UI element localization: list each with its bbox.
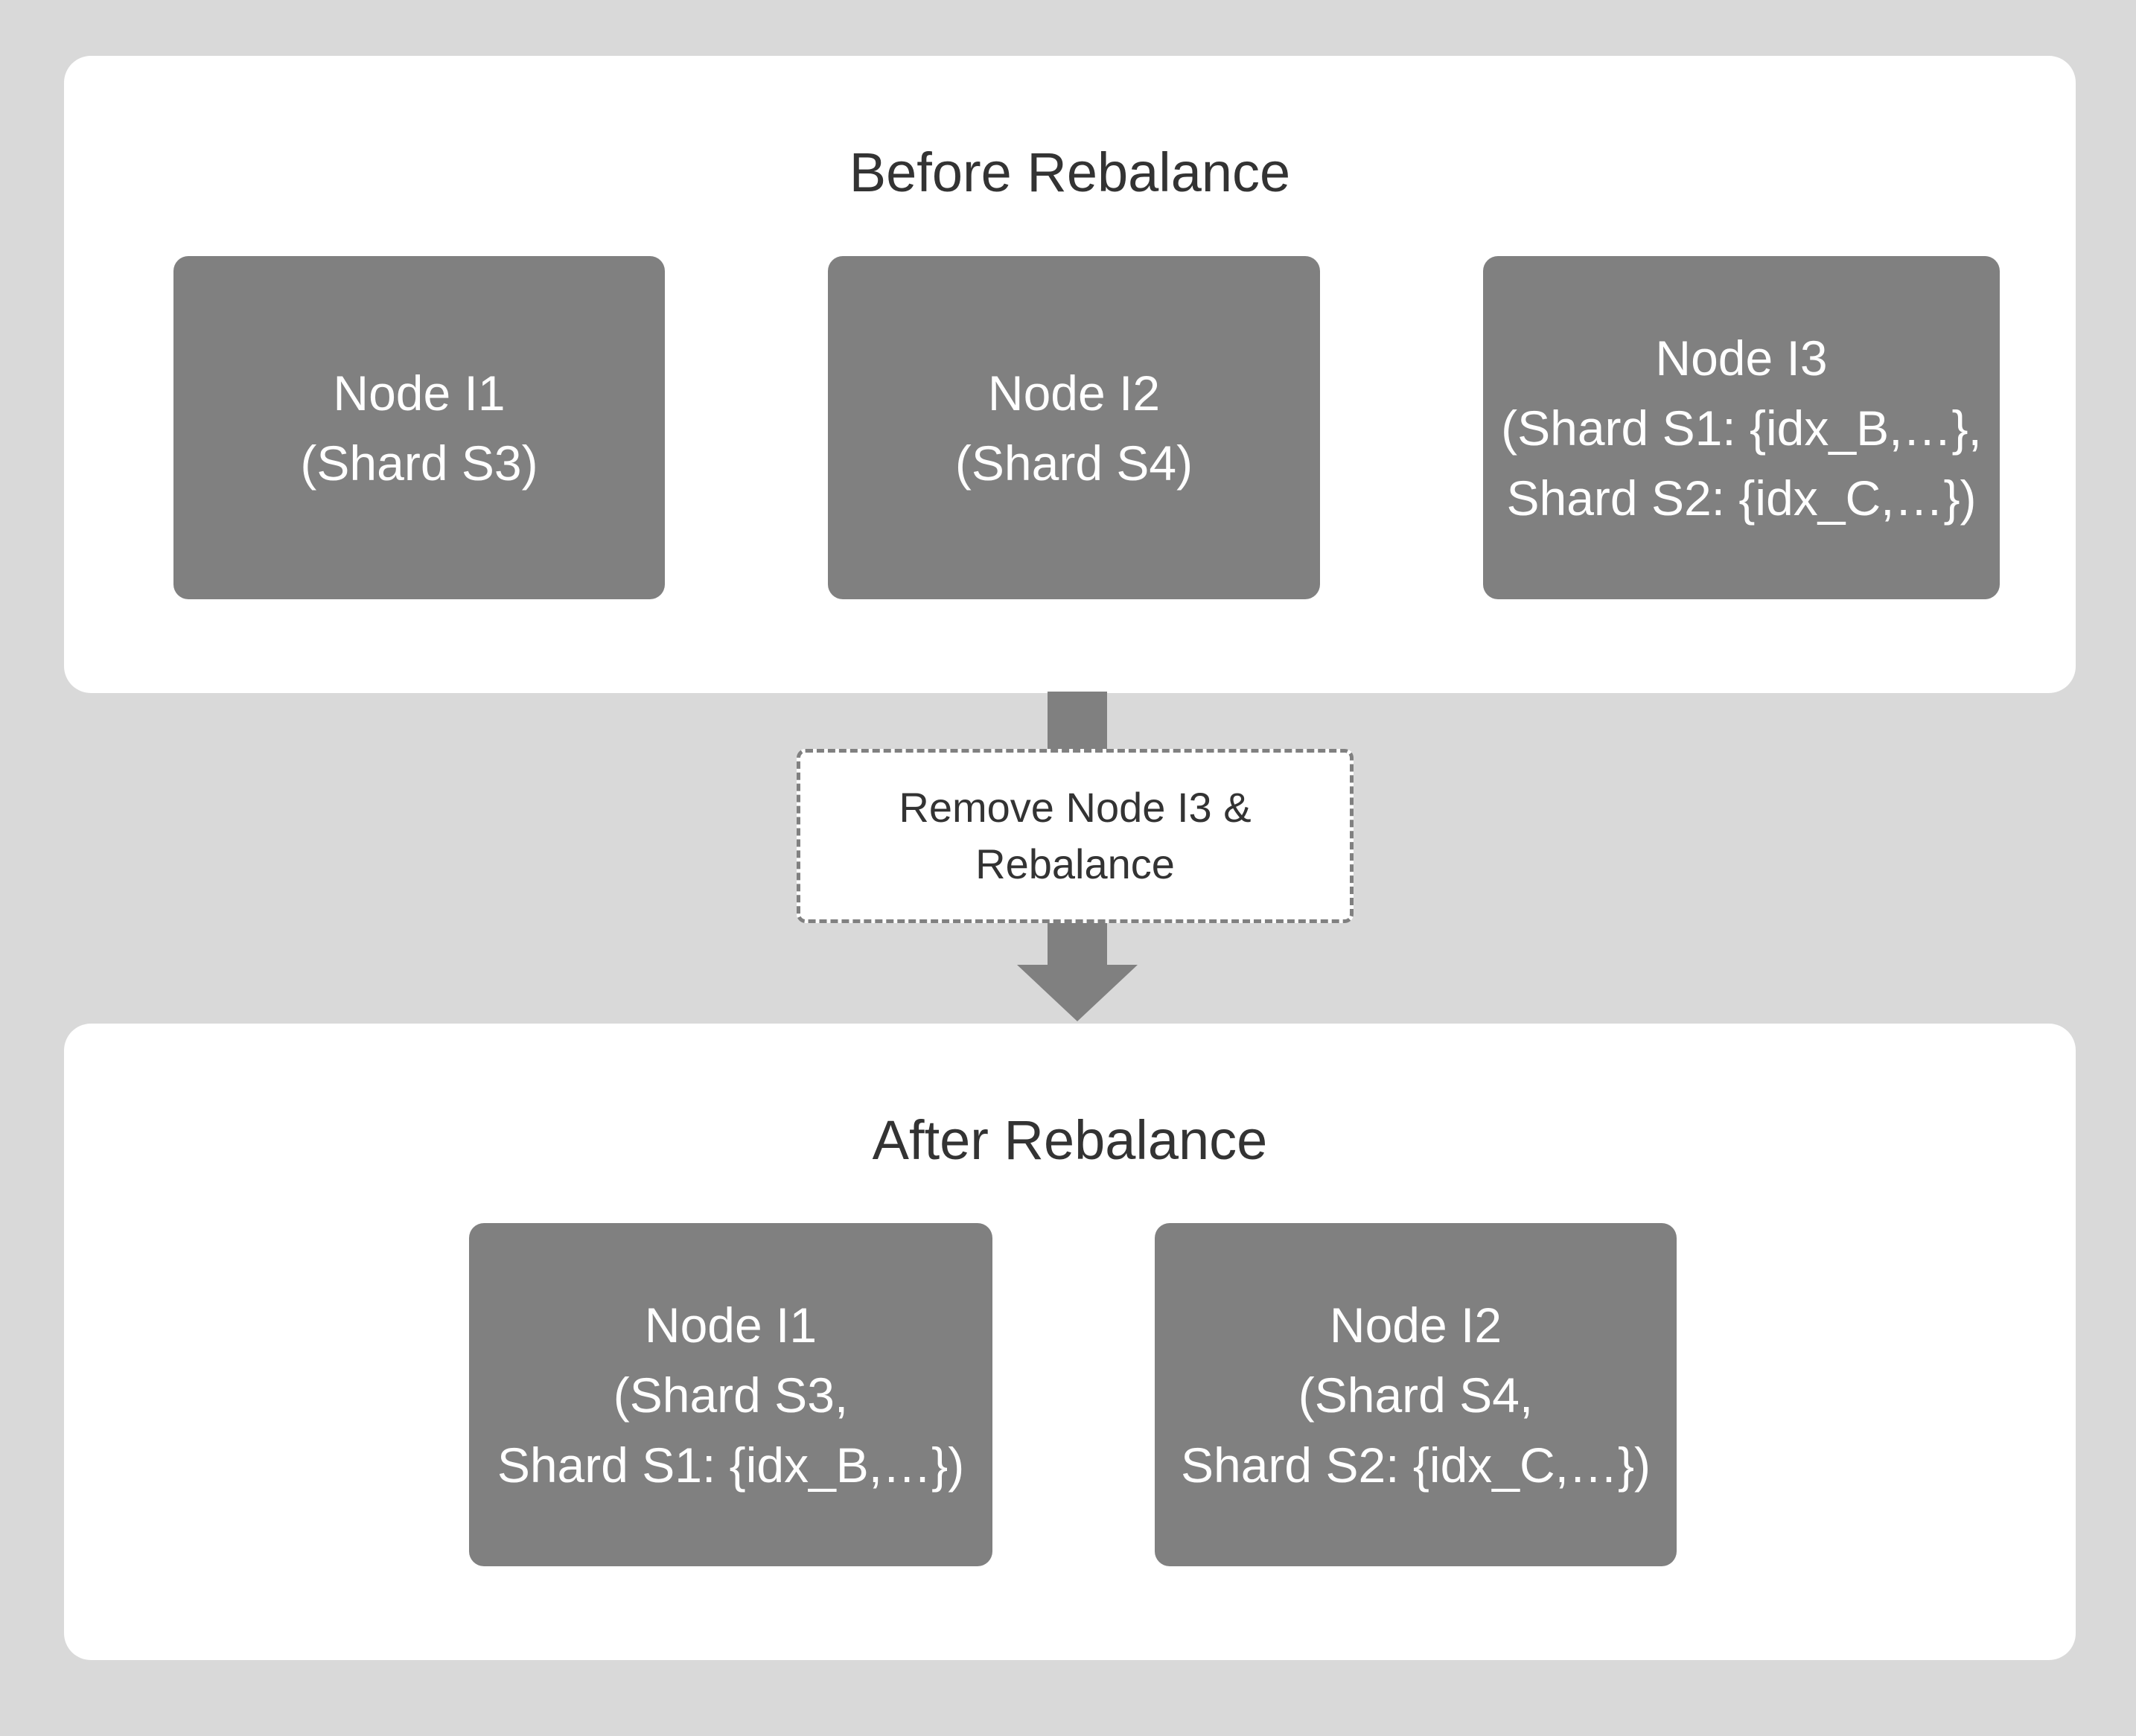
node-label: Node I2 [1329,1297,1502,1353]
after-title: After Rebalance [872,1109,1268,1171]
node-shards: Shard S2: {idx_C,…}) [1506,470,1977,526]
node-shards: (Shard S3) [300,435,538,491]
after-node-i2: Node I2 (Shard S4, Shard S2: {idx_C,…}) [1155,1223,1677,1566]
node-shards: Shard S2: {idx_C,…}) [1181,1437,1651,1493]
node-label: Node I3 [1655,330,1828,386]
node-label: Node I2 [987,365,1161,421]
node-shards: (Shard S3, [613,1367,849,1423]
before-title: Before Rebalance [849,141,1291,203]
node-shards: Shard S1: {idx_B,…}) [497,1437,965,1493]
before-node-i2: Node I2 (Shard S4) [828,256,1320,599]
step-label: Rebalance [975,840,1175,887]
node-label: Node I1 [644,1297,817,1353]
flow-connector [1048,920,1107,965]
node-shards: (Shard S4, [1298,1367,1534,1423]
after-panel: After Rebalance [64,1024,2076,1660]
flow-connector [1048,692,1107,750]
before-node-i3: Node I3 (Shard S1: {idx_B,…}, Shard S2: … [1483,256,2000,599]
step-label: Remove Node I3 & [899,784,1252,831]
before-node-i1: Node I1 (Shard S3) [173,256,665,599]
after-node-i1: Node I1 (Shard S3, Shard S1: {idx_B,…}) [469,1223,992,1566]
node-label: Node I1 [333,365,506,421]
node-shards: (Shard S4) [954,435,1193,491]
node-shards: (Shard S1: {idx_B,…}, [1501,400,1982,456]
down-arrow-icon [1017,965,1138,1021]
rebalance-step-box: Remove Node I3 & Rebalance [797,749,1354,923]
